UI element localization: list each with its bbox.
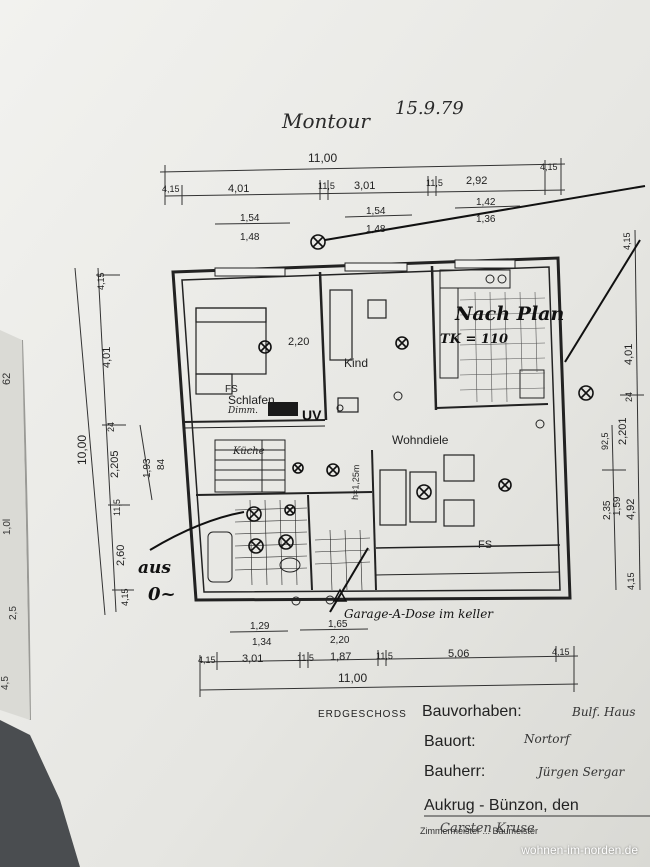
kind-furniture (329, 289, 387, 413)
handwritten-nach-plan: Nach Plan (454, 303, 564, 325)
underlying-page (0, 330, 30, 720)
edge-mark: 2,5 (8, 606, 19, 620)
bauort-value: Nortorf (523, 732, 572, 746)
kitchen-furniture (439, 269, 545, 399)
bauvorhaben-label: Bauvorhaben: (422, 703, 522, 720)
handwritten-tk: TK = 110 (440, 332, 508, 347)
dim-top: 4,15 (162, 184, 180, 194)
signature: Carsten Kruse (440, 821, 535, 836)
building-walls (171, 256, 572, 602)
label-height: h=1,25m (350, 464, 361, 500)
uv-box (268, 402, 298, 416)
dim-left-total: 10,00 (75, 435, 89, 465)
top-dimensions (159, 158, 566, 225)
bauvorhaben-value: Bulf. Haus (571, 705, 636, 719)
room-label-kuche: Küche (232, 446, 265, 457)
dim-right: 24 (624, 392, 634, 402)
dim-left: 4,15 (120, 588, 130, 606)
dim-bottom: 1,34 (252, 637, 272, 648)
dim-right: 4,01 (623, 344, 635, 365)
dim-top: 2,92 (466, 175, 487, 187)
dim-bottom: 1,87 (330, 651, 351, 663)
floor-label: ERDGESCHOSS (318, 709, 407, 720)
dim-top: 11,5 (426, 178, 443, 188)
dim-left: 2,60 (115, 545, 127, 566)
dim-right: 4,15 (626, 572, 636, 590)
light-fixtures (246, 234, 594, 554)
label-uv: UV (302, 407, 322, 423)
room-dim: 2,20 (288, 336, 309, 348)
dim-top: 4,01 (228, 183, 249, 195)
room-label-kind: Kind (344, 356, 368, 370)
dim-bottom: 3,01 (242, 653, 263, 665)
dim-bottom: 4,15 (198, 655, 216, 665)
dim-right: 1,59 (612, 496, 623, 516)
dim-right: 2,35 (602, 500, 613, 520)
bauherr-value: Jürgen Sergar (535, 765, 625, 779)
dim-bottom: 11,5 (297, 653, 314, 663)
left-dimensions (74, 267, 153, 616)
table-surface (0, 720, 80, 867)
bauort-label: Bauort: (424, 733, 476, 750)
dim-bottom: 4,15 (552, 647, 570, 657)
room-label-wohndiele: Wohndiele (392, 433, 449, 447)
watermark: wohnen-im-norden.de (521, 843, 638, 857)
dim-left: 1,93 (142, 458, 153, 478)
dim-window: 1,42 (476, 197, 496, 208)
edge-mark: 1,0l (2, 519, 13, 535)
stairs (214, 439, 286, 493)
dim-top: 3,01 (354, 180, 375, 192)
dim-left: 84 (156, 458, 167, 470)
dim-left: 4,15 (96, 272, 106, 290)
dim-bottom: 1,29 (250, 621, 270, 632)
room-label-schlafen: Schlafen (228, 393, 275, 407)
handwritten-nein: 0~ (148, 584, 176, 605)
location-line: Aukrug - Bünzon, den (424, 797, 579, 814)
dim-left: 11,5 (112, 499, 122, 516)
label-dimmer: Dimm. (227, 406, 258, 416)
living-furniture (379, 454, 475, 527)
dim-right: 2,201 (617, 417, 629, 445)
dim-top-total: 11,00 (308, 151, 337, 165)
bathroom (207, 499, 308, 586)
label-fs-right: FS (478, 539, 492, 551)
right-dimensions (602, 229, 644, 591)
switches (291, 391, 545, 606)
edge-mark: 62 (1, 373, 13, 385)
dim-window: 1,48 (366, 224, 386, 235)
handwritten-header: Montour (281, 109, 371, 133)
dim-right: 4,92 (625, 499, 637, 520)
handwritten-aus: aus (138, 558, 171, 578)
dim-window: 1,48 (240, 232, 260, 243)
dim-right: 4,15 (622, 232, 632, 250)
page-fold (21, 339, 31, 721)
dim-left: 2,205 (109, 450, 121, 478)
dim-right: 92,5 (600, 432, 610, 450)
label-fs-left: FS (225, 384, 238, 395)
dim-top: 11,5 (318, 181, 335, 191)
dim-left: 4,01 (101, 347, 113, 368)
kitchen-tiles (459, 291, 546, 403)
signature-caption: Zimmermeister ... Baumeister (420, 826, 538, 836)
bauherr-label: Bauherr: (424, 763, 485, 780)
dim-bottom: 5,06 (448, 648, 469, 660)
handwritten-date: 15.9.79 (395, 98, 464, 119)
dim-bottom: 2,20 (330, 635, 350, 646)
dim-left: 24 (106, 422, 116, 432)
dim-bottom-total: 11,00 (338, 671, 367, 685)
dim-bottom: 1,65 (328, 619, 348, 630)
dim-window: 1,54 (366, 206, 386, 217)
dim-window: 1,54 (240, 213, 260, 224)
handwritten-garage: Garage-A-Dose im keller (344, 607, 494, 621)
dim-bottom: 11,5 (376, 651, 393, 661)
edge-mark: 4,5 (0, 676, 11, 690)
dim-top: 4,15 (540, 162, 558, 172)
warning-triangle (332, 588, 348, 602)
dim-window: 1,36 (476, 214, 496, 225)
bottom-dimensions (199, 628, 579, 697)
windows (214, 259, 516, 277)
